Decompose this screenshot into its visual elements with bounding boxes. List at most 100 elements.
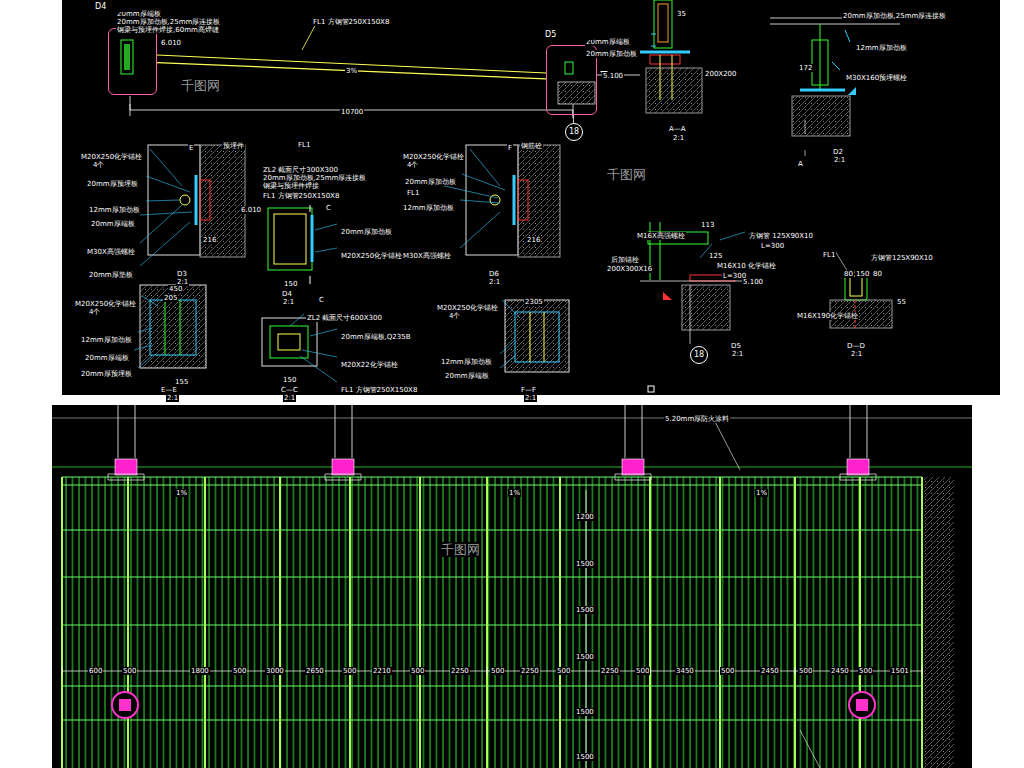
annotation-label: 12mm厚加劲板 — [88, 206, 141, 214]
dimension-label: 500 — [556, 667, 571, 675]
annotation-label: 1% — [755, 489, 768, 497]
annotation-label: M30X高强螺栓 — [402, 252, 452, 260]
dimension-label: 3000 — [265, 667, 285, 675]
detail-d3 — [140, 145, 245, 266]
label-holder: 千图网 — [440, 540, 481, 558]
annotation-label: L=300 — [760, 242, 785, 250]
section-a — [630, 0, 702, 113]
annotation-label: 12mm厚加劲板 — [80, 336, 133, 344]
label-holder: 172 — [798, 56, 813, 74]
label-holder: 500 — [490, 659, 505, 677]
annotation-label: 方钢管125X90X10 — [870, 254, 934, 262]
label-holder: 20mm厚端板 — [84, 346, 130, 364]
callout-number: 18 — [569, 128, 579, 137]
annotation-label: 55 — [896, 298, 907, 306]
annotation-label: 200X200 — [704, 70, 738, 78]
annotation-label: M20X250化学锚栓 — [340, 252, 403, 260]
label-holder: D5 — [730, 334, 742, 352]
annotation-label: 2:1 — [731, 350, 744, 358]
dimension-label: 500 — [410, 667, 425, 675]
label-holder: 20mm厚预埋板 — [80, 362, 133, 380]
annotation-label: 20mm厚预埋板 — [80, 370, 133, 378]
annotation-label: ZL2 截面尺寸300X300 — [262, 166, 339, 174]
label-holder: 1% — [175, 481, 188, 499]
annotation-label: D5 — [730, 342, 742, 350]
label-holder: M20X250化学锚栓 — [402, 145, 465, 163]
label-holder: D6 — [488, 262, 500, 280]
annotation-label: 钢梁与预埋件焊接 — [262, 182, 320, 190]
bottom-panel — [52, 405, 972, 768]
label-holder: 1500 — [575, 552, 595, 570]
annotation-label: E — [188, 144, 194, 152]
label-holder: 1800 — [190, 659, 210, 677]
annotation-label: 20mm厚加劲板 — [340, 228, 393, 236]
label-holder: 500 — [232, 659, 247, 677]
dimension-label: 2250 — [600, 667, 620, 675]
annotation-label: 2:1 — [672, 134, 685, 142]
dimension-label: 1501 — [890, 667, 910, 675]
annotation-label: 2:1 — [524, 394, 537, 402]
label-holder: 3000 — [265, 659, 285, 677]
beam-line — [157, 63, 546, 79]
annotation-label: M30X高强螺栓 — [86, 248, 136, 256]
callout-circle: 18 — [690, 346, 708, 364]
dimension-label: 500 — [858, 667, 873, 675]
annotation-label: FL1 方钢管250X150X8 — [340, 386, 418, 394]
annotation-label: 200X300X16 — [606, 265, 653, 273]
section-c — [262, 314, 337, 382]
annotation-label: 4个 — [448, 312, 461, 320]
annotation-label: ZL2 截面尺寸600X300 — [306, 314, 383, 322]
label-holder: F — [507, 136, 513, 154]
label-holder: 方钢管125X90X10 — [870, 246, 934, 264]
detail-d4 — [268, 205, 337, 284]
label-holder: 12mm厚加劲板 — [88, 198, 141, 216]
annotation-label: FL1 — [406, 189, 420, 197]
label-holder: 150 — [283, 272, 298, 290]
dimension-label: 500 — [720, 667, 735, 675]
annotation-label: FL1 方钢管250X150X8 — [262, 192, 340, 200]
top-panel — [62, 0, 1000, 395]
label-holder: 1200 — [575, 505, 595, 523]
label-holder: A — [797, 152, 804, 170]
annotation-label: C—C — [280, 386, 299, 394]
annotation-label: 216 — [202, 236, 217, 244]
callout-circle: 18 — [565, 123, 583, 141]
label-holder: 12mm厚加劲板 — [80, 328, 133, 346]
label-holder: 113 — [700, 213, 715, 231]
detail-d2 — [770, 18, 900, 156]
dimension-label: 2450 — [760, 667, 780, 675]
dimension-label: 500 — [490, 667, 505, 675]
annotation-label: 172 — [798, 64, 813, 72]
annotation-label: 4个 — [88, 308, 101, 316]
label-holder: C — [318, 288, 325, 306]
label-holder: M20X22化学锚栓 — [340, 353, 399, 371]
label-holder: 2250 — [450, 659, 470, 677]
label-holder: 600 — [88, 659, 103, 677]
label-holder: 155 — [174, 370, 189, 388]
label-holder: 20mm厚端板 — [90, 212, 136, 230]
annotation-label: 12mm厚加劲板 — [440, 358, 493, 366]
label-holder: 钢筋砼 — [520, 134, 543, 152]
label-holder: 80 — [843, 262, 854, 280]
label-holder: 1500 — [575, 700, 595, 718]
annotation-label: 216 — [526, 236, 541, 244]
annotation-label: 20mm厚垫板 — [88, 271, 134, 279]
dimension-label: 1500 — [575, 606, 595, 614]
label-holder: 125 — [708, 244, 723, 262]
label-holder: FL1 方钢管250X150X8 — [340, 378, 418, 396]
annotation-label: M16X10 化学锚栓 — [716, 262, 777, 270]
label-holder: F—F — [520, 378, 537, 396]
annotation-label: FL1 方钢管250X150X8 — [312, 18, 390, 26]
label-holder: 千图网 — [180, 76, 221, 94]
dimension-label: 1500 — [575, 708, 595, 716]
annotation-label: 20mm厚加劲板,25mm厚连接板 — [842, 12, 947, 20]
label-holder: 20mm厚加劲板,25mm厚连接板 — [842, 4, 947, 22]
annotation-label: 20mm厚端板,Q235B — [340, 333, 411, 341]
watermark: 千图网 — [180, 78, 221, 93]
label-holder: 500 — [410, 659, 425, 677]
dimension-label: 2450 — [830, 667, 850, 675]
annotation-label: M30X160预埋螺栓 — [845, 74, 908, 82]
